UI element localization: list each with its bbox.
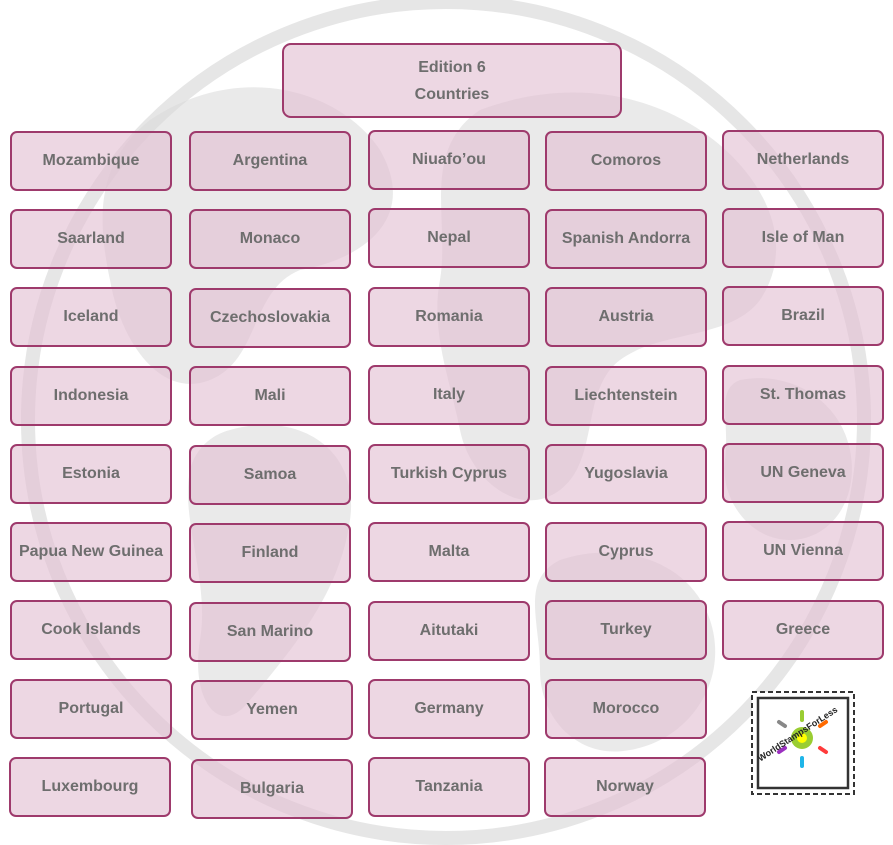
country-tile-tanzania[interactable]: Tanzania: [368, 757, 530, 817]
country-tile-liechtenstein[interactable]: Liechtenstein: [545, 366, 707, 426]
country-tile-bulgaria[interactable]: Bulgaria: [191, 759, 353, 819]
country-tile-romania[interactable]: Romania: [368, 287, 530, 347]
country-tile-aitutaki[interactable]: Aitutaki: [368, 601, 530, 661]
country-tile-estonia[interactable]: Estonia: [10, 444, 172, 504]
country-tile-luxembourg[interactable]: Luxembourg: [9, 757, 171, 817]
country-tile-st-thomas[interactable]: St. Thomas: [722, 365, 884, 425]
country-tile-argentina[interactable]: Argentina: [189, 131, 351, 191]
edition-header: Edition 6 Countries: [282, 43, 622, 118]
country-tile-spanish-andorra[interactable]: Spanish Andorra: [545, 209, 707, 269]
country-tile-turkish-cyprus[interactable]: Turkish Cyprus: [368, 444, 530, 504]
country-tile-papua-new-guinea[interactable]: Papua New Guinea: [10, 522, 172, 582]
country-tile-monaco[interactable]: Monaco: [189, 209, 351, 269]
country-tile-cyprus[interactable]: Cyprus: [545, 522, 707, 582]
country-tile-italy[interactable]: Italy: [368, 365, 530, 425]
country-tile-indonesia[interactable]: Indonesia: [10, 366, 172, 426]
country-tile-yemen[interactable]: Yemen: [191, 680, 353, 740]
country-tile-czechoslovakia[interactable]: Czechoslovakia: [189, 288, 351, 348]
country-tile-finland[interactable]: Finland: [189, 523, 351, 583]
country-tile-malta[interactable]: Malta: [368, 522, 530, 582]
stamp-logo-icon: [751, 691, 855, 795]
country-tile-greece[interactable]: Greece: [722, 600, 884, 660]
country-tile-austria[interactable]: Austria: [545, 287, 707, 347]
country-tile-iceland[interactable]: Iceland: [10, 287, 172, 347]
country-tile-cook-islands[interactable]: Cook Islands: [10, 600, 172, 660]
country-tile-yugoslavia[interactable]: Yugoslavia: [545, 444, 707, 504]
country-tile-turkey[interactable]: Turkey: [545, 600, 707, 660]
country-tile-un-geneva[interactable]: UN Geneva: [722, 443, 884, 503]
country-tile-mozambique[interactable]: Mozambique: [10, 131, 172, 191]
country-tile-un-vienna[interactable]: UN Vienna: [722, 521, 884, 581]
country-tile-brazil[interactable]: Brazil: [722, 286, 884, 346]
country-tile-saarland[interactable]: Saarland: [10, 209, 172, 269]
country-tile-nepal[interactable]: Nepal: [368, 208, 530, 268]
country-tile-netherlands[interactable]: Netherlands: [722, 130, 884, 190]
country-tile-comoros[interactable]: Comoros: [545, 131, 707, 191]
country-tile-san-marino[interactable]: San Marino: [189, 602, 351, 662]
country-tile-morocco[interactable]: Morocco: [545, 679, 707, 739]
edition-title: Edition 6: [418, 58, 486, 76]
country-tile-mali[interactable]: Mali: [189, 366, 351, 426]
country-tile-germany[interactable]: Germany: [368, 679, 530, 739]
country-tile-samoa[interactable]: Samoa: [189, 445, 351, 505]
country-tile-niuafoou[interactable]: Niuafo’ou: [368, 130, 530, 190]
country-tile-isle-of-man[interactable]: Isle of Man: [722, 208, 884, 268]
country-tile-norway[interactable]: Norway: [544, 757, 706, 817]
edition-subtitle: Countries: [414, 85, 490, 103]
country-tile-portugal[interactable]: Portugal: [10, 679, 172, 739]
